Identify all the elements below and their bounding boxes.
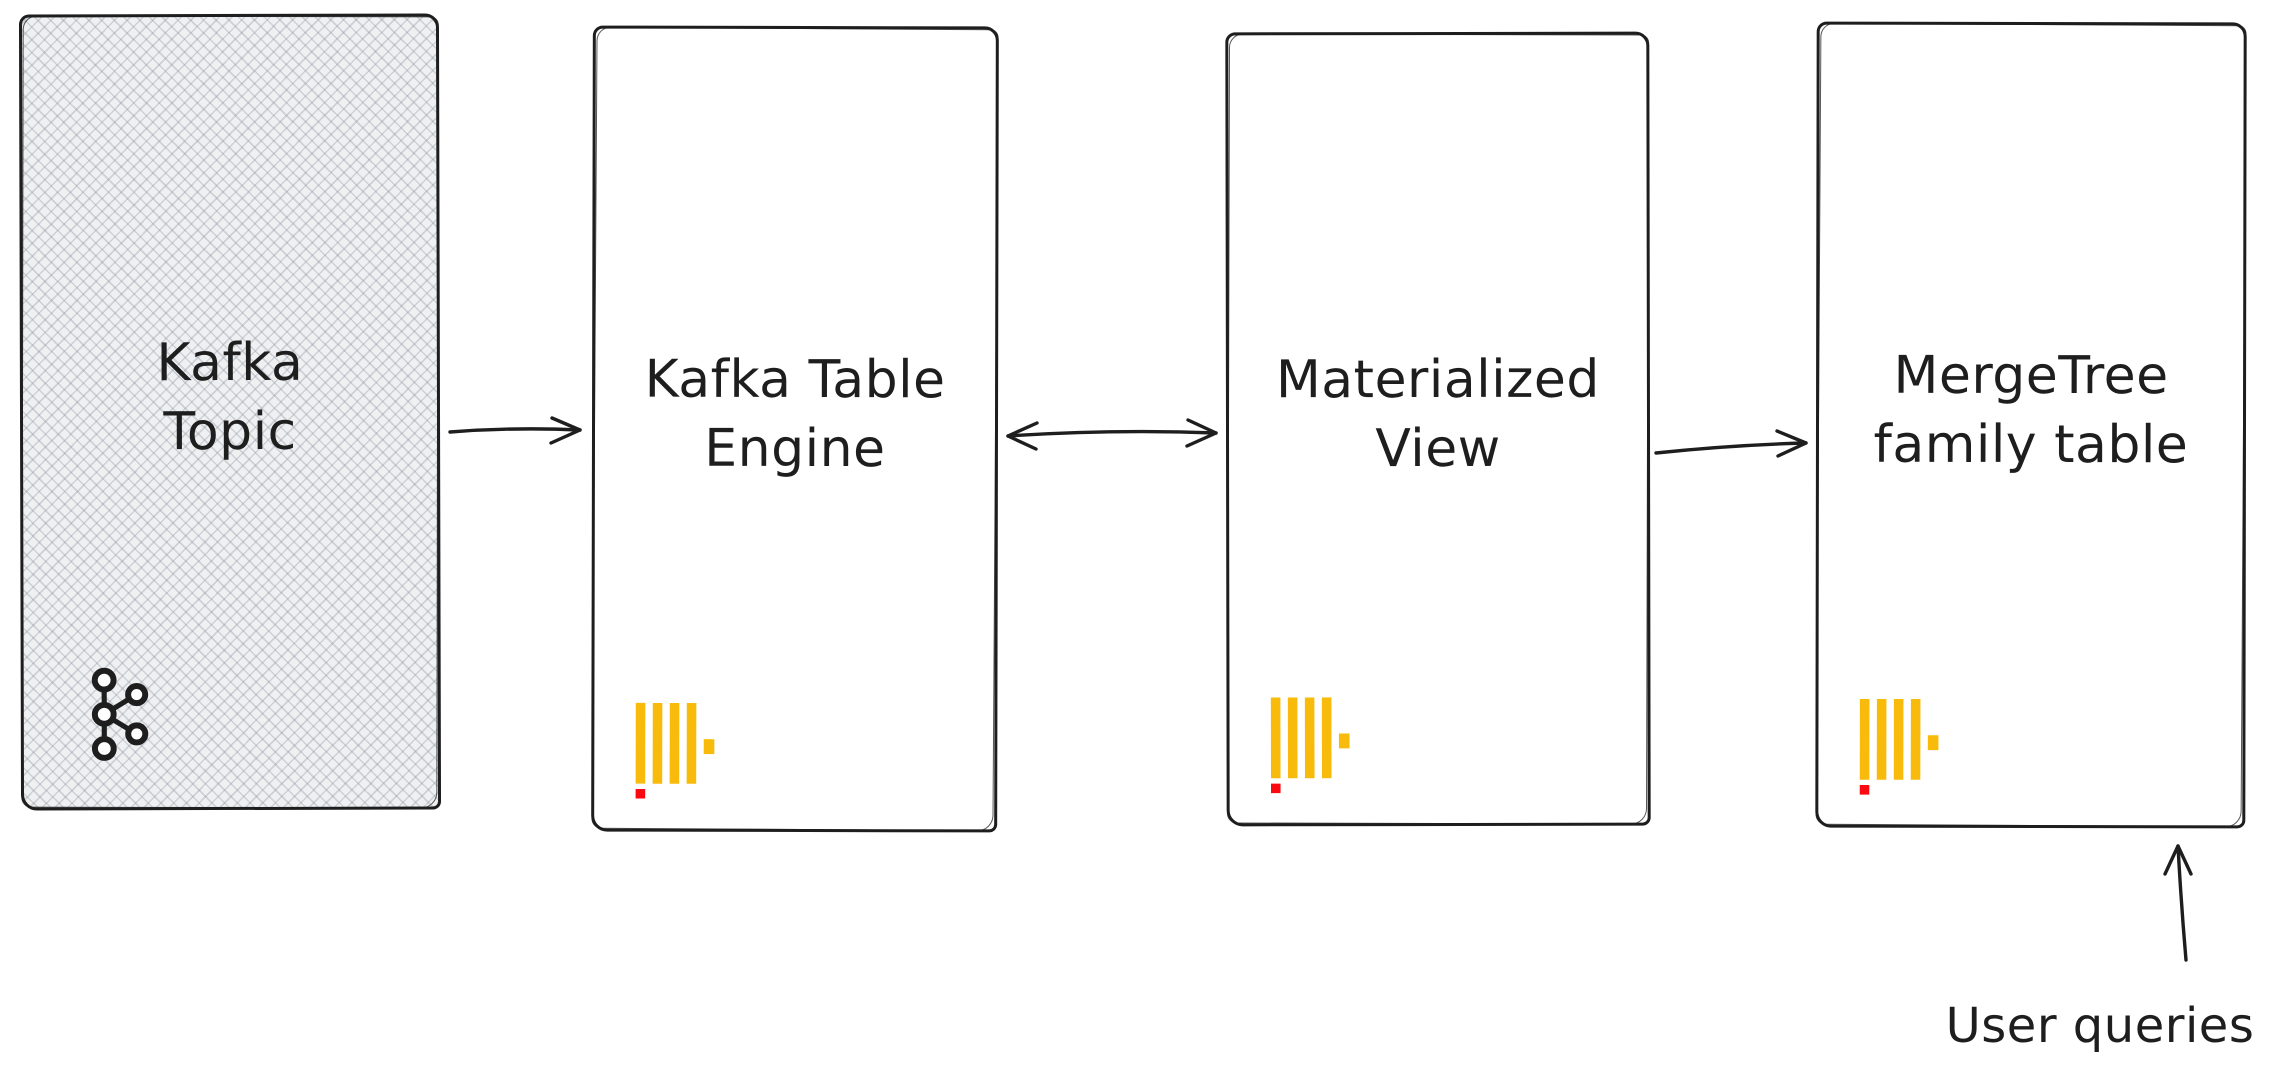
clickhouse-icon: [1270, 697, 1350, 794]
arrow-engine-matview-bidirectional: [1006, 418, 1218, 451]
node-kafka-table-engine-label: Kafka Table Engine: [644, 350, 946, 480]
user-queries-label: User queries: [1945, 998, 2255, 1054]
node-mergetree-family-table: MergeTree family table: [1815, 21, 2247, 829]
node-materialized-view: Materialized View: [1225, 31, 1651, 827]
arrow-matview-to-mergetree: [1654, 429, 1808, 458]
node-materialized-view-label: Materialized View: [1275, 350, 1600, 480]
node-kafka-table-engine: Kafka Table Engine: [591, 25, 999, 833]
arrow-topic-to-engine: [448, 416, 582, 445]
node-kafka-topic: Kafka Topic: [18, 13, 442, 811]
arrow-user-queries-up: [2163, 844, 2193, 962]
clickhouse-icon: [635, 702, 715, 799]
node-mergetree-family-table-label: MergeTree family table: [1873, 346, 2189, 476]
node-kafka-topic-label: Kafka Topic: [156, 333, 304, 463]
kafka-icon: [91, 667, 149, 761]
clickhouse-icon: [1859, 698, 1939, 795]
